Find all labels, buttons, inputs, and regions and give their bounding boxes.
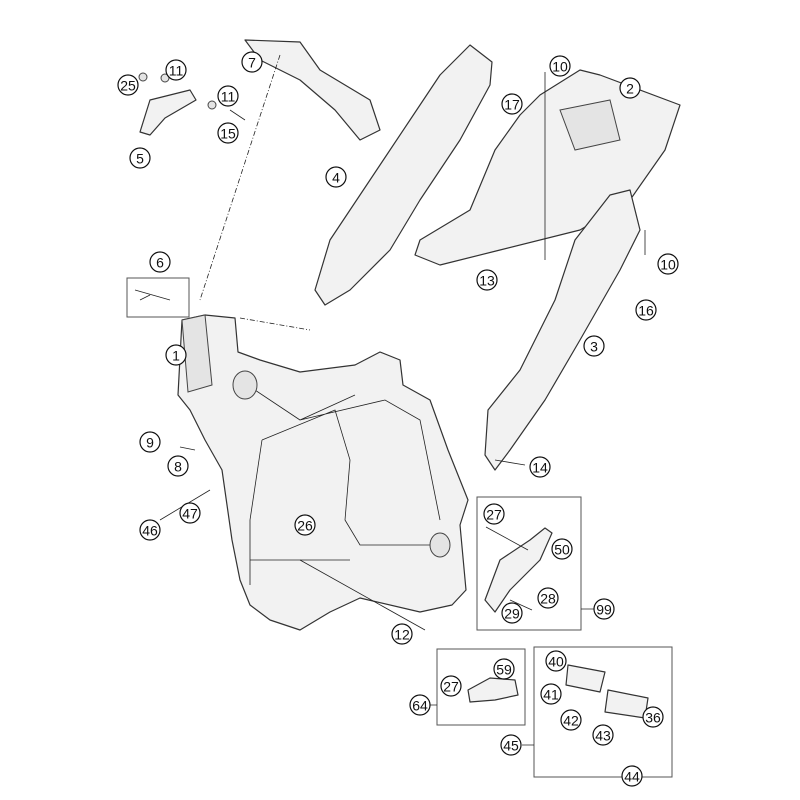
chain-guide-part: [484, 527, 553, 613]
callout-8: 8: [167, 455, 189, 477]
callout-label: 27: [443, 679, 459, 695]
callout-label: 3: [590, 339, 598, 355]
guard-64-part: [467, 677, 519, 703]
group-box-45: [533, 646, 673, 778]
callout-4: 4: [325, 166, 347, 188]
group-box-99: [476, 496, 582, 631]
callout-45: 45: [500, 734, 522, 756]
callout-label: 15: [220, 126, 236, 142]
callout-16: 16: [635, 299, 657, 321]
bracket-5-part: [139, 89, 197, 136]
callout-27: 27: [483, 503, 505, 525]
callout-label: 47: [182, 506, 198, 522]
callout-6: 6: [149, 251, 171, 273]
callout-label: 11: [169, 63, 184, 79]
group-box-6: [126, 277, 190, 318]
callout-1: 1: [165, 344, 187, 366]
callout-label: 10: [660, 257, 676, 273]
callout-layer: 7 25 11 11 15 5 6 1 9 8 46 47 4 10 2 17 13 10 16 3 14 26 27 50 2…: [117, 51, 679, 787]
callout-label: 29: [504, 606, 520, 622]
callout-label: 64: [412, 698, 428, 714]
callout-64: 64: [409, 694, 431, 716]
callout-label: 25: [120, 78, 136, 94]
callout-28: 28: [537, 587, 559, 609]
callout-7: 7: [241, 51, 263, 73]
callout-10: 10: [549, 55, 571, 77]
callout-label: 4: [332, 170, 340, 186]
callout-10: 10: [657, 253, 679, 275]
callout-25: 25: [117, 74, 139, 96]
callout-43: 43: [592, 724, 614, 746]
footpeg-right-part: [604, 689, 649, 719]
callout-label: 45: [503, 738, 519, 754]
callout-label: 46: [142, 523, 158, 539]
subframe-opening: [559, 99, 621, 151]
callout-47: 47: [179, 502, 201, 524]
callout-label: 43: [595, 728, 611, 744]
callout-42: 42: [560, 709, 582, 731]
callout-15: 15: [217, 122, 239, 144]
callout-41: 41: [540, 683, 562, 705]
callout-label: 42: [563, 713, 579, 729]
callout-17: 17: [501, 93, 523, 115]
callout-label: 13: [479, 273, 495, 289]
callout-label: 27: [486, 507, 502, 523]
callout-label: 7: [248, 55, 256, 71]
callout-label: 10: [552, 59, 568, 75]
callout-11: 11: [165, 59, 187, 81]
callout-5: 5: [129, 147, 151, 169]
callout-50: 50: [551, 538, 573, 560]
callout-label: 44: [624, 769, 640, 785]
footpeg-left-part: [565, 664, 606, 693]
callout-9: 9: [139, 431, 161, 453]
callout-label: 6: [156, 255, 164, 271]
callout-label: 17: [504, 97, 520, 113]
callout-13: 13: [476, 269, 498, 291]
side-panel-left-part: [314, 44, 493, 306]
callout-label: 14: [532, 460, 548, 476]
callout-label: 28: [540, 591, 556, 607]
callout-label: 16: [638, 303, 654, 319]
callout-label: 12: [394, 627, 410, 643]
callout-label: 26: [297, 518, 313, 534]
callout-26: 26: [294, 514, 316, 536]
callout-2: 2: [619, 77, 641, 99]
main-frame-part: [177, 314, 469, 631]
side-panel-right-part: [484, 189, 641, 471]
callout-label: 2: [626, 81, 634, 97]
callout-36: 36: [642, 706, 664, 728]
callout-label: 40: [548, 654, 564, 670]
callout-label: 8: [174, 459, 182, 475]
callout-label: 11: [221, 89, 236, 105]
callout-27: 27: [440, 675, 462, 697]
callout-12: 12: [391, 623, 413, 645]
callout-46: 46: [139, 519, 161, 541]
callout-59: 59: [493, 658, 515, 680]
callout-label: 1: [172, 348, 180, 364]
callout-label: 59: [496, 662, 512, 678]
callout-label: 41: [543, 687, 559, 703]
group-box-64: [436, 648, 526, 726]
callout-label: 9: [146, 435, 154, 451]
bracket-7-part: [244, 39, 381, 141]
callout-29: 29: [501, 602, 523, 624]
callout-3: 3: [583, 335, 605, 357]
callout-label: 99: [596, 602, 612, 618]
callout-40: 40: [545, 650, 567, 672]
callout-label: 36: [645, 710, 661, 726]
callout-44: 44: [621, 765, 643, 787]
callout-label: 5: [136, 151, 144, 167]
callout-11: 11: [217, 85, 239, 107]
callout-label: 50: [554, 542, 570, 558]
callout-99: 99: [593, 598, 615, 620]
callout-14: 14: [529, 456, 551, 478]
